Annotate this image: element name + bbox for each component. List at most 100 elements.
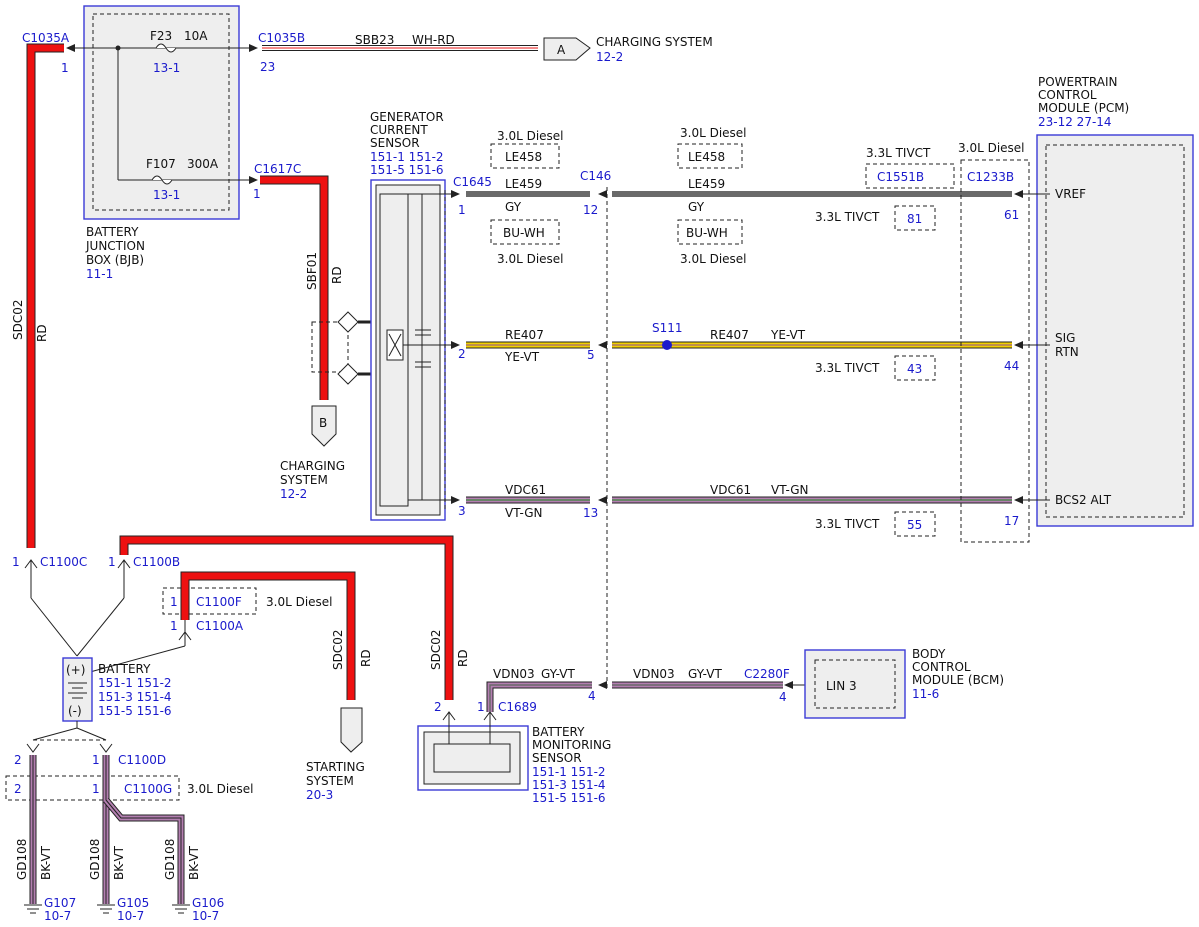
ground-icon [24, 904, 42, 914]
conn-c1645[interactable]: C1645 [453, 175, 492, 189]
conn-c1689[interactable]: C1689 [498, 700, 537, 714]
pcm-ref[interactable]: 23-12 27-14 [1038, 115, 1112, 129]
bms-ref-1[interactable]: 151-1 151-2 [532, 765, 606, 779]
starting-label-1: STARTING [306, 760, 365, 774]
bcs-right-color: VT-GN [771, 483, 808, 497]
starting-ref[interactable]: 20-3 [306, 788, 333, 802]
conn-c1617c[interactable]: C1617C [254, 162, 301, 176]
lin-right-color: GY-VT [688, 667, 722, 681]
conn-c1100d[interactable]: C1100D [118, 753, 166, 767]
pin-c1035b: 23 [260, 60, 275, 74]
diesel-c1100f: 3.0L Diesel [266, 595, 333, 609]
sbf01-circuit: SBF01 [305, 252, 319, 290]
diesel-pcm-label: 3.0L Diesel [958, 141, 1025, 155]
conn-c1100f[interactable]: C1100F [196, 595, 242, 609]
battery-ref-1[interactable]: 151-1 151-2 [98, 676, 172, 690]
conn-c1035a[interactable]: C1035A [22, 31, 70, 45]
pcm-sig-2: RTN [1055, 345, 1079, 359]
pcm-title-2: CONTROL [1038, 88, 1097, 102]
starting-label-2: SYSTEM [306, 774, 354, 788]
conn-c1233b[interactable]: C1233B [967, 170, 1014, 184]
fuse-f23: F23 [150, 29, 172, 43]
conn-c1100g[interactable]: C1100G [124, 782, 172, 796]
fuse-f107-ref[interactable]: 13-1 [153, 188, 180, 202]
bcm-title-1: BODY [912, 647, 946, 661]
ground-3-name[interactable]: G106 [192, 896, 224, 910]
ground-2-ref[interactable]: 10-7 [117, 909, 144, 923]
fuse-f23-rating: 10A [184, 29, 208, 43]
conn-c1035b[interactable]: C1035B [258, 31, 305, 45]
bcm-box [804, 649, 906, 719]
arrow-icon [784, 681, 793, 689]
ground-3-circuit: GD108 [163, 839, 177, 880]
sdc02-start-color: RD [359, 649, 373, 667]
pin-c1100b: 1 [108, 555, 116, 569]
pin-c1035a: 1 [61, 61, 69, 75]
diesel-vref-left-top: 3.0L Diesel [497, 129, 564, 143]
ground-icon [97, 904, 115, 914]
arrow-icon [249, 44, 258, 52]
fuse-f107: F107 [146, 157, 176, 171]
splice-s111[interactable]: S111 [652, 321, 683, 335]
tivct-sig-label: 3.3L TIVCT [815, 361, 880, 375]
ground-2-name[interactable]: G105 [117, 896, 149, 910]
ground-3-ref[interactable]: 10-7 [192, 909, 219, 923]
vref-alt-left-color: BU-WH [503, 226, 545, 240]
battery-ref-3[interactable]: 151-5 151-6 [98, 704, 172, 718]
conn-c1551b[interactable]: C1551B [877, 170, 924, 184]
conn-c2280f[interactable]: C2280F [744, 667, 790, 681]
conn-c1100c[interactable]: C1100C [40, 555, 87, 569]
bms-ref-2[interactable]: 151-3 151-4 [532, 778, 606, 792]
pcm-title-1: POWERTRAIN [1038, 75, 1118, 89]
conn-c1100b[interactable]: C1100B [133, 555, 180, 569]
vref-alt-left-circuit: LE458 [505, 150, 542, 164]
gcs-ref-2[interactable]: 151-5 151-6 [370, 163, 444, 177]
connector-a-icon [543, 37, 591, 61]
gcs-ref-1[interactable]: 151-1 151-2 [370, 150, 444, 164]
pin-c1689-1: 1 [477, 700, 485, 714]
bjb-ref[interactable]: 11-1 [86, 267, 113, 281]
bcm-ref[interactable]: 11-6 [912, 687, 939, 701]
battery-plus: (+) [66, 663, 85, 677]
bms-ref-3[interactable]: 151-5 151-6 [532, 791, 606, 805]
ground-1-ref[interactable]: 10-7 [44, 909, 71, 923]
sig-left-color: YE-VT [504, 350, 540, 364]
pin-c1645-2: 2 [458, 347, 466, 361]
charging-a-ref[interactable]: 12-2 [596, 50, 623, 64]
conn-c1100a[interactable]: C1100A [196, 619, 244, 633]
ground-icon [172, 904, 190, 914]
pin-c2280f: 4 [779, 690, 787, 704]
arrow-icon [1014, 341, 1023, 349]
charging-b-ref[interactable]: 12-2 [280, 487, 307, 501]
sbf01-color: RD [330, 266, 344, 284]
bjb-title-3: BOX (BJB) [86, 253, 144, 267]
tivct-sig-pin: 43 [907, 362, 922, 376]
conn-c146[interactable]: C146 [580, 169, 611, 183]
ground-1-name[interactable]: G107 [44, 896, 76, 910]
pcm-bcs: BCS2 ALT [1055, 493, 1112, 507]
arrow-icon [1014, 190, 1023, 198]
sdc02-start-circuit: SDC02 [331, 629, 345, 670]
pin-pcm-44: 44 [1004, 359, 1019, 373]
pin-c1100c: 1 [12, 555, 20, 569]
gcs-title-3: SENSOR [370, 136, 420, 150]
charging-b-label-2: SYSTEM [280, 473, 328, 487]
vref-left-circuit: LE459 [505, 177, 542, 191]
tivct-vref-label: 3.3L TIVCT [815, 210, 880, 224]
diesel-c1100g: 3.0L Diesel [187, 782, 254, 796]
pin-c146-13: 13 [583, 506, 598, 520]
arrow-icon [451, 190, 460, 198]
vref-right-circuit: LE459 [688, 177, 725, 191]
bjb-box [83, 5, 240, 220]
bms-title-3: SENSOR [532, 751, 582, 765]
arrow-icon [249, 176, 258, 184]
charging-b-label-1: CHARGING [280, 459, 345, 473]
sdc02-left-color: RD [35, 324, 49, 342]
sig-right-color: YE-VT [770, 328, 806, 342]
pin-c146-12: 12 [583, 203, 598, 217]
arrow-icon [1014, 496, 1023, 504]
arrow-icon [598, 681, 607, 689]
pin-c1100d-1: 1 [92, 753, 100, 767]
fuse-f23-ref[interactable]: 13-1 [153, 61, 180, 75]
battery-ref-2[interactable]: 151-3 151-4 [98, 690, 172, 704]
